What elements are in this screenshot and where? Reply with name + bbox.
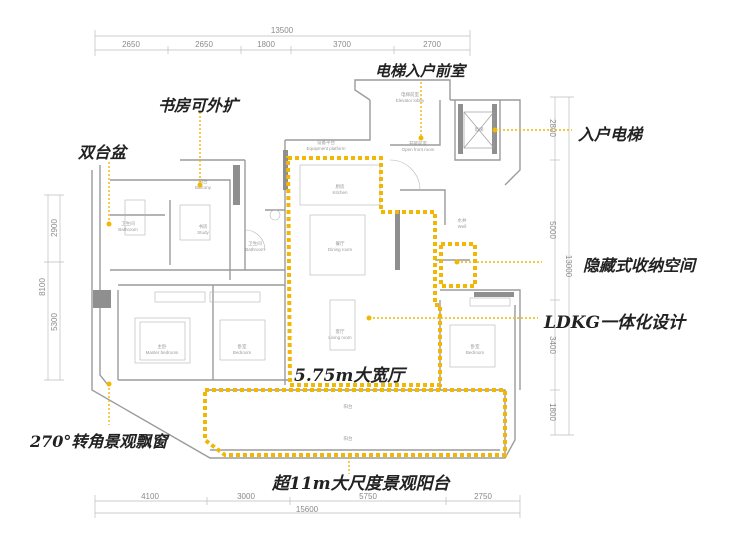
dim-bottom-4: 2750 — [474, 492, 492, 501]
room-bath2-en: Bathroom — [245, 247, 265, 252]
dim-left-2: 5300 — [50, 313, 59, 331]
dim-left-total: 8100 — [38, 278, 47, 296]
callout-hidden-storage: 隐藏式收纳空间 — [583, 256, 696, 275]
room-master-en: Master bedroom — [146, 350, 179, 355]
balcony-outline — [203, 388, 507, 457]
right-dimensions — [550, 96, 574, 436]
callout-elevator-lobby: 电梯入户前室 — [375, 62, 466, 80]
room-dining-en: Dining room — [328, 247, 353, 252]
callout-bay-window: 270°转角景观飘窗 — [30, 432, 168, 451]
callout-ldkg: LDKG一体化设计 — [544, 313, 685, 333]
wall-solids — [93, 104, 514, 308]
room-equipment-en: Equipment platform — [306, 146, 345, 151]
room-shaft: 水井 — [458, 217, 467, 224]
ldkg-outline — [285, 156, 442, 387]
room-living-en: Living room — [328, 335, 352, 340]
callout-double-basin: 双台盆 — [78, 143, 127, 162]
room-bed2: 卧室 — [238, 343, 247, 350]
room-shaft-en: Well — [458, 224, 467, 229]
room-labels: 电梯前室 Elevator lobby 开敞前室 Open front room… — [118, 91, 484, 442]
leader-lines — [108, 82, 572, 474]
room-elevator: 电梯 — [475, 126, 484, 133]
dim-right-4: 1800 — [548, 403, 557, 421]
room-bed3-en: Bedroom — [466, 350, 485, 355]
dim-top-2: 2650 — [195, 40, 213, 49]
room-bath1: 卫生间 — [121, 220, 135, 227]
dim-right-3: 3400 — [548, 336, 557, 354]
hidden-storage-outline — [439, 242, 477, 288]
leader-dots — [106, 127, 498, 387]
dim-top-3: 1800 — [257, 40, 275, 49]
callout-balcony: 超11m大尺度景观阳台 — [272, 474, 450, 494]
room-vestibule: 开敞前室 — [409, 140, 427, 147]
room-study: 书房 — [199, 223, 208, 230]
room-balcony-small: 阳台 — [199, 178, 208, 185]
dim-bottom-1: 4100 — [141, 492, 159, 501]
room-vestibule-en: Open front room — [402, 147, 435, 152]
room-terrace2: 阳台 — [344, 435, 353, 442]
wall-outline — [91, 79, 521, 459]
room-foyer-en: Elevator lobby — [396, 98, 425, 103]
callout-wide-hall: 5.75m大宽厅 — [294, 366, 405, 386]
room-dining: 餐厅 — [336, 240, 345, 247]
dim-bottom-2: 3000 — [237, 492, 255, 501]
dim-left-1: 2900 — [50, 219, 59, 237]
callout-study-expand: 书房可外扩 — [158, 96, 239, 115]
highlight-outlines — [203, 156, 507, 457]
dim-top-4: 3700 — [333, 40, 351, 49]
top-dimensions — [94, 30, 471, 56]
room-bed3: 卧室 — [471, 343, 480, 350]
room-master: 主卧 — [158, 343, 167, 350]
dim-right-2: 5000 — [548, 221, 557, 239]
room-kitchen: 厨房 — [336, 183, 345, 190]
room-kitchen-en: Kitchen — [332, 190, 348, 195]
room-study-en: Study — [197, 230, 209, 235]
dim-bottom-total: 15600 — [296, 505, 319, 514]
room-bath1-en: Bathroom — [118, 227, 138, 232]
dim-right-1: 2800 — [548, 119, 557, 137]
callout-home-elevator: 入户电梯 — [578, 125, 643, 144]
dim-bottom-3: 5750 — [359, 492, 377, 501]
dim-top-1: 2650 — [122, 40, 140, 49]
dim-top-5: 2700 — [423, 40, 441, 49]
left-dimensions — [44, 194, 64, 381]
dim-top-total: 13500 — [271, 26, 294, 35]
room-equipment: 设备平台 — [317, 139, 335, 146]
room-living: 客厅 — [336, 328, 345, 335]
room-balcony-small-en: Balcony — [195, 185, 212, 190]
furniture — [124, 159, 511, 368]
room-bath2: 卫生间 — [248, 240, 262, 247]
dim-right-total: 13000 — [564, 255, 573, 278]
room-bed2-en: Bedroom — [233, 350, 252, 355]
bottom-dimensions — [94, 495, 521, 518]
room-foyer: 电梯前室 — [401, 91, 419, 98]
room-terrace: 阳台 — [344, 403, 353, 410]
